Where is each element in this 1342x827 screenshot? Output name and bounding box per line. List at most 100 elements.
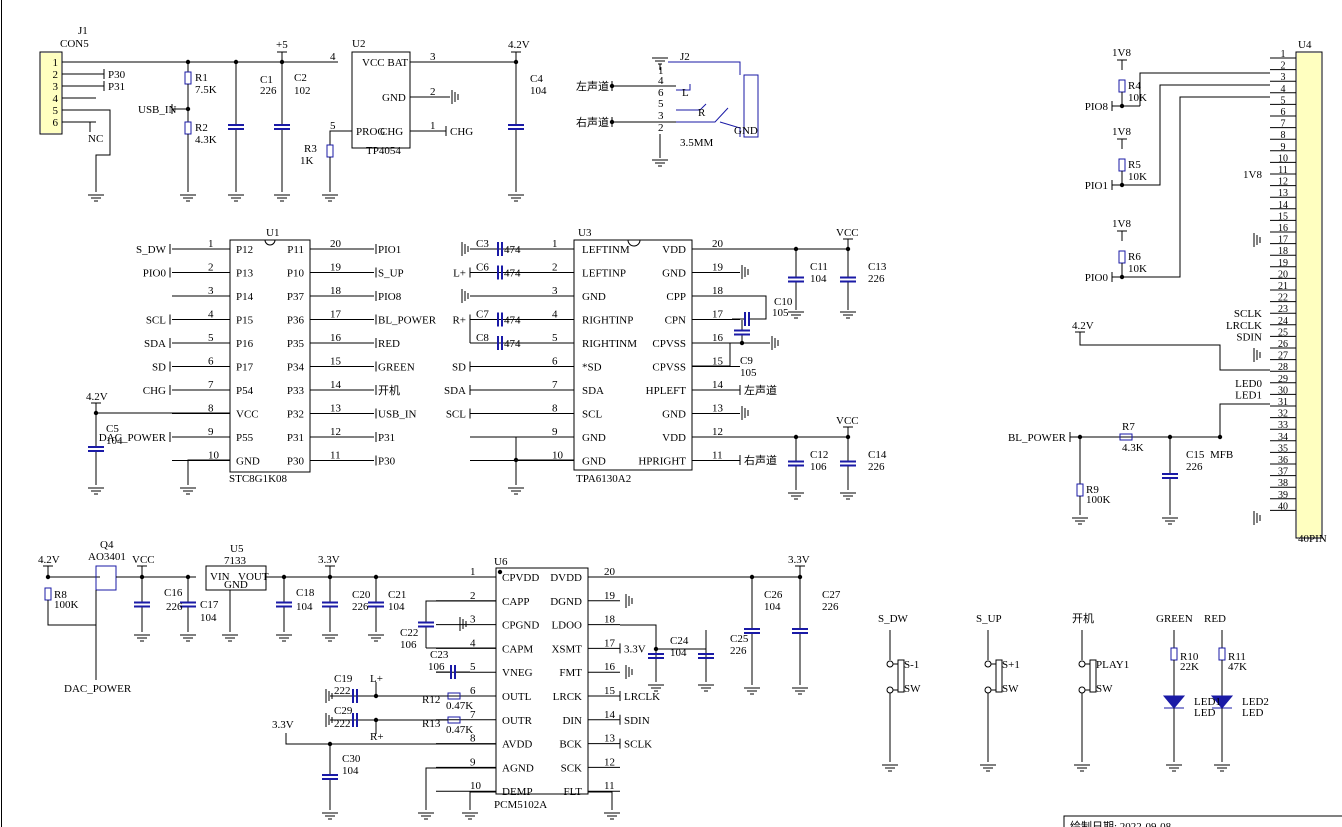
value-label: 104 [200,612,217,624]
j2-value: 3.5MM [680,137,714,149]
net-gnd: GND [734,125,758,137]
value-label: 104 [764,601,781,613]
pin-name: SCK [561,762,582,774]
u4-pin-number: 27 [1278,351,1288,362]
pin-number: 2 [470,590,476,602]
pin-number: 16 [712,332,724,344]
j1-pin-number: 3 [53,81,59,93]
u4-pin-number: 9 [1281,142,1286,153]
value-label: 226 [1186,461,1203,473]
ref-label: R4 [1128,80,1141,92]
u4-pin-number: 32 [1278,409,1288,420]
pin-name: LRCK [553,691,582,703]
ic-u1 [229,239,311,473]
switch-ref: PLAY1 [1096,659,1129,671]
ref-label: C21 [388,589,406,601]
ref-label: C8 [476,332,489,344]
u4-pin-number: 40 [1278,501,1288,512]
labels-layer: 123456J1CON5P30P31NCR17.5KR24.3KUSB_INC1… [38,25,1327,827]
pin-name: P32 [287,409,304,421]
u4-pin-number: 16 [1278,223,1288,234]
led-led2 [1210,695,1234,709]
pin-number: 12 [604,756,615,768]
net-42v: 4.2V [1072,320,1094,332]
u4-pin-number: 31 [1278,397,1288,408]
switch-value: SW [1002,683,1019,695]
pin-number: 11 [604,780,615,792]
j2-ref: J2 [680,51,690,63]
pin-name: GND [582,291,606,303]
net-33v: 3.3V [272,719,294,731]
pin-name: SDA [582,385,604,397]
u4-net-label: 1V8 [1243,169,1262,181]
pin-number: 1 [430,120,436,132]
ref-label: C4 [530,73,543,85]
pin-number: 4 [658,75,664,87]
pin-name: CPGND [502,620,539,632]
net-label: SCLK [624,739,652,751]
net-label: S_DW [136,244,167,256]
ic-value: TP4054 [366,145,401,157]
pin-number: 3 [470,614,476,626]
net-label: P31 [108,81,125,93]
pin-number: 14 [604,709,616,721]
pin-name: VDD [662,244,686,256]
net-label: SCL [146,315,166,327]
pin-number: 13 [604,733,616,745]
pin-name: P12 [236,244,253,256]
u4-pin-number: 18 [1278,246,1288,257]
pin-number: 13 [330,403,342,415]
value-label: 104 [530,85,547,97]
net-label: 左声道 [744,383,777,397]
ic-u6 [495,567,589,795]
pin-name: P14 [236,291,254,303]
ref-label: C13 [868,261,887,273]
resistor-r7 [1119,433,1133,441]
pin-name: LDOO [551,620,582,632]
value-label: 100K [54,599,79,611]
pin-name: P15 [236,315,254,327]
net-label: SD [452,362,466,374]
value-label: 222 [334,718,351,730]
ref-label: C17 [200,599,219,611]
net-label: S_UP [378,268,404,280]
pin-name: LEFTINP [582,268,626,280]
ref-label: R12 [422,694,440,706]
u4-net-label: SCLK [1234,308,1262,320]
value-label: 4.3K [195,134,217,146]
ic-value: 40PIN [1298,533,1327,545]
pin-name: P31 [287,432,304,444]
ref-label: C30 [342,753,361,765]
net-1v8: 1V8 [1112,126,1131,138]
pin-number: 2 [208,262,214,274]
pin-name: BCK [559,739,582,751]
switch-s2 [995,659,1003,693]
pin-number: 6 [208,356,214,368]
ic-u5 [205,565,267,591]
pin-name: CPVSS [652,338,686,350]
pin-number: 14 [330,379,342,391]
pin-name: CPP [666,291,686,303]
net-label: S_UP [976,613,1002,625]
pin-name: XSMT [551,643,582,655]
pin-number: 9 [208,426,214,438]
net-label: PIO0 [1085,272,1109,284]
pin-number: 1 [658,65,664,77]
net-label: RED [378,338,400,350]
net-label: CHG [143,385,166,397]
value-label: 474 [504,315,521,327]
pin-name: CAPP [502,596,530,608]
pin-name: VNEG [502,667,533,679]
pin-number: 3 [208,285,214,297]
pin-name: P16 [236,338,254,350]
pin-number: 18 [712,285,724,297]
j1-pin-number: 1 [53,57,59,69]
value-label: 106 [400,639,417,651]
pin-name: P35 [287,338,305,350]
value-label: 10K [1128,92,1147,104]
value-label: 102 [294,85,311,97]
net-label: RED [1204,613,1226,625]
led-value: LED [1242,707,1263,719]
net-lp: L+ [370,673,383,685]
u4-pin-number: 20 [1278,269,1288,280]
